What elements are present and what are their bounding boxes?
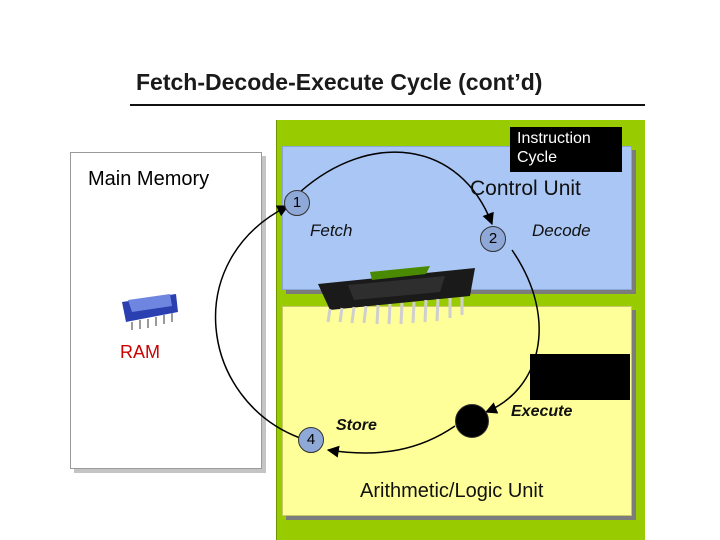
- arrow-execute-to-store: [326, 425, 456, 458]
- execute-label: Execute: [511, 403, 573, 420]
- black-box: [530, 354, 630, 400]
- step-3-badge: [455, 404, 489, 438]
- instruction-cycle-label: Instruction Cycle: [510, 127, 622, 172]
- store-label: Store: [336, 417, 377, 434]
- main-memory-label: Main Memory: [88, 168, 210, 190]
- fetch-label: Fetch: [310, 221, 353, 240]
- slide-title: Fetch-Decode-Execute Cycle (cont’d): [136, 69, 543, 95]
- ram-label: RAM: [120, 342, 160, 362]
- arrow-fetch-to-decode: [299, 151, 494, 226]
- decode-label: Decode: [532, 221, 591, 240]
- alu-label: Arithmetic/Logic Unit: [360, 480, 544, 502]
- step-2-badge: 2: [480, 226, 506, 252]
- title-underline: [130, 104, 645, 106]
- step-4-badge: 4: [298, 427, 324, 453]
- ram-module-icon: [122, 294, 178, 330]
- arrow-store-to-fetch: [214, 205, 301, 439]
- arrow-decode-to-execute: [484, 249, 540, 414]
- control-unit-label: Control Unit: [470, 177, 581, 200]
- step-1-badge: 1: [284, 190, 310, 216]
- microchip-icon: [318, 266, 475, 325]
